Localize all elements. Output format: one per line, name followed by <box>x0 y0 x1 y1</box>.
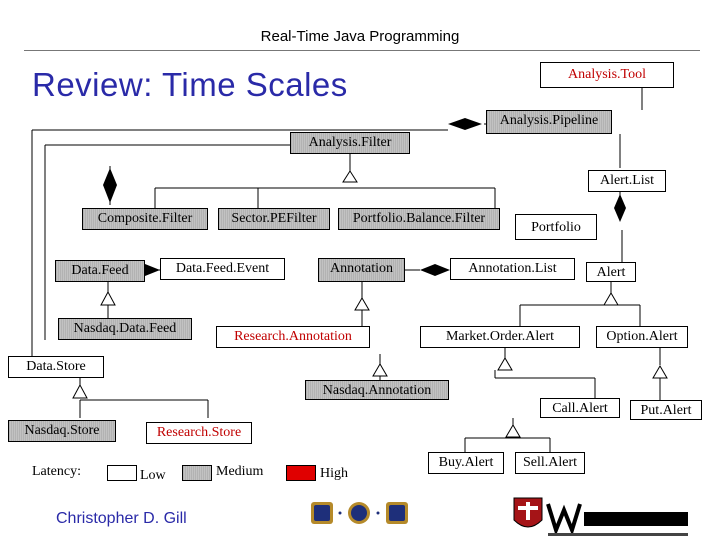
legend-latency-label: Latency: <box>32 464 81 479</box>
class-alert: Alert <box>586 262 636 282</box>
class-option-alert: Option.Alert <box>596 326 688 348</box>
class-analysis-pipeline: Analysis.Pipeline <box>486 110 612 134</box>
class-put-alert: Put.Alert <box>630 400 702 420</box>
class-buy-alert: Buy.Alert <box>428 452 504 474</box>
class-composite-filter: Composite.Filter <box>82 208 208 230</box>
header-divider <box>24 50 700 51</box>
class-data-store: Data.Store <box>8 356 104 378</box>
author-name: Christopher D. Gill <box>56 510 187 527</box>
class-portfolio: Portfolio <box>515 214 597 240</box>
washington-university-logo <box>513 497 688 537</box>
class-data-feed: Data.Feed <box>55 260 145 282</box>
class-annotation-list: Annotation.List <box>450 258 575 280</box>
class-nasdaq-annotation: Nasdaq.Annotation <box>305 380 449 400</box>
class-annotation: Annotation <box>318 258 405 282</box>
course-title: Real-Time Java Programming <box>260 28 460 45</box>
class-portfolio-balance-filter: Portfolio.Balance.Filter <box>338 208 500 230</box>
class-nasdaq-data-feed: Nasdaq.Data.Feed <box>58 318 192 340</box>
class-research-annotation: Research.Annotation <box>216 326 370 348</box>
class-data-feed-event: Data.Feed.Event <box>160 258 285 280</box>
legend-low-swatch <box>107 465 137 481</box>
legend-low-label: Low <box>140 468 166 483</box>
class-analysis-tool: Analysis.Tool <box>540 62 674 88</box>
legend-high-swatch <box>286 465 316 481</box>
doc-group-logo <box>311 502 408 524</box>
legend-medium-swatch <box>182 465 212 481</box>
legend-high-label: High <box>320 466 348 481</box>
class-research-store: Research.Store <box>146 422 252 444</box>
class-alert-list: Alert.List <box>588 170 666 192</box>
class-sector-pe-filter: Sector.PEFilter <box>218 208 330 230</box>
legend-medium-label: Medium <box>216 464 264 479</box>
class-nasdaq-store: Nasdaq.Store <box>8 420 116 442</box>
class-market-order-alert: Market.Order.Alert <box>420 326 580 348</box>
slide-title: Review: Time Scales <box>32 66 348 103</box>
class-analysis-filter: Analysis.Filter <box>290 132 410 154</box>
class-call-alert: Call.Alert <box>540 398 620 418</box>
class-sell-alert: Sell.Alert <box>515 452 585 474</box>
